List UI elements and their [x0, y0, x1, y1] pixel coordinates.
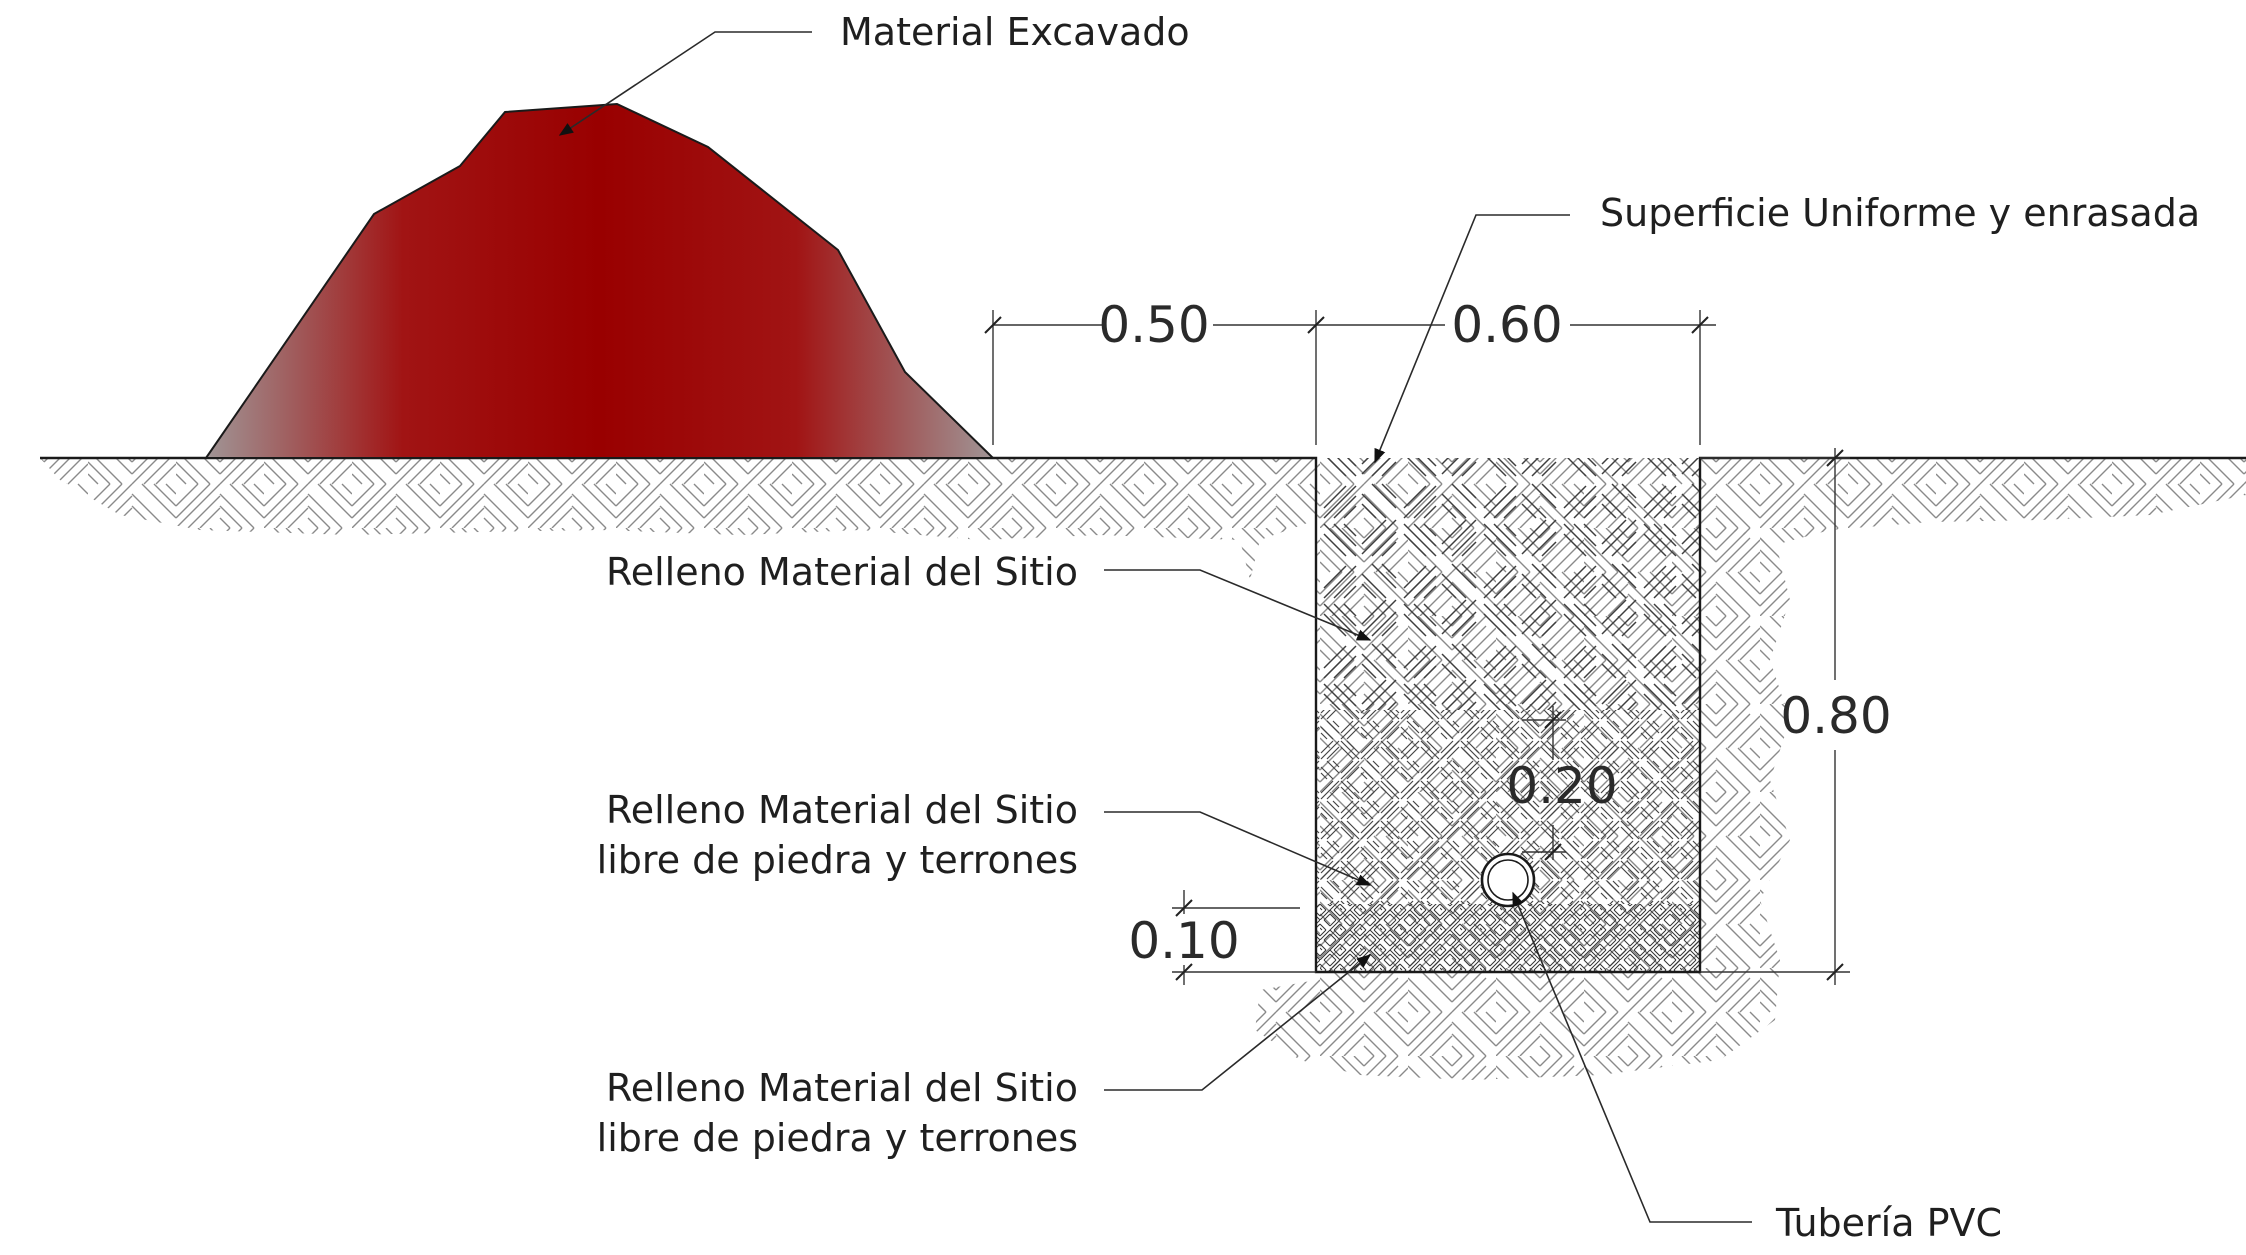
- dim-010: 0.10: [1128, 912, 1239, 970]
- dim-050: 0.50: [1098, 296, 1209, 354]
- dimension-cover: 0.20: [1506, 706, 1618, 861]
- ground-earth: [40, 458, 2246, 1080]
- trench-fill: [1316, 458, 1700, 972]
- label-relleno-3-line2: libre de piedra y terrones: [597, 1116, 1078, 1160]
- dimension-bedding: 0.10: [1128, 890, 1316, 985]
- ground-hatch: [40, 458, 2246, 1085]
- excavated-mound: [204, 102, 996, 459]
- dimension-depth: 0.80: [1700, 448, 1892, 985]
- pvc-pipe: [1480, 852, 1536, 908]
- label-tuberia: Tubería PVC: [1775, 1201, 2002, 1245]
- dim-060: 0.60: [1451, 296, 1562, 354]
- leaders: [558, 31, 1752, 1223]
- label-relleno-1: Relleno Material del Sitio: [606, 550, 1078, 594]
- label-material-excavado: Material Excavado: [840, 10, 1190, 54]
- label-relleno-2-line2: libre de piedra y terrones: [597, 838, 1078, 882]
- label-relleno-2-line1: Relleno Material del Sitio: [606, 788, 1078, 832]
- label-superficie: Superficie Uniforme y enrasada: [1600, 191, 2200, 235]
- label-relleno-3-line1: Relleno Material del Sitio: [606, 1066, 1078, 1110]
- dim-080: 0.80: [1780, 687, 1891, 745]
- dimension-width: 0.50 0.60: [984, 296, 1716, 445]
- dim-020: 0.20: [1506, 757, 1617, 815]
